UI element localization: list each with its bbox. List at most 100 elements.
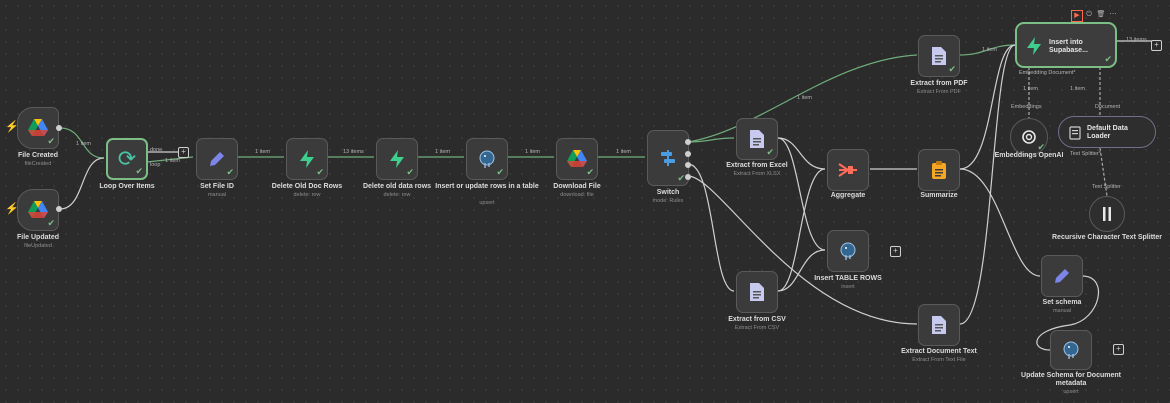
add-node-button[interactable]: + — [178, 147, 189, 158]
edge-item-count: 1 item — [165, 158, 180, 164]
delete-old-data-rows-node[interactable]: ✔ — [376, 138, 418, 180]
success-check-icon: ✔ — [316, 167, 324, 177]
google-drive-icon — [27, 200, 49, 220]
edge — [687, 137, 735, 143]
postgres-elephant-icon — [477, 149, 497, 169]
extract-from-pdf-node[interactable]: ✔ — [918, 35, 960, 77]
node-subtitle: delete: row — [383, 192, 411, 198]
file-updated-node[interactable]: ✔ — [17, 189, 59, 231]
google-drive-icon — [27, 118, 49, 138]
add-node-button[interactable]: + — [890, 246, 901, 257]
output-port[interactable] — [56, 125, 62, 131]
update-schema-node[interactable] — [1050, 330, 1092, 370]
edge — [777, 168, 826, 292]
node-label: Set File ID — [200, 183, 234, 190]
clipboard-list-icon — [930, 160, 948, 180]
success-check-icon: ✔ — [948, 64, 956, 74]
add-node-button[interactable]: + — [1151, 40, 1162, 51]
splitter-icon — [1100, 206, 1114, 222]
supabase-bolt-icon — [298, 149, 316, 169]
node-label: Extract from Excel — [726, 162, 788, 169]
node-label: Embeddings OpenAI — [994, 152, 1064, 159]
subnode-ports-label: Embedding Document* — [1019, 70, 1076, 76]
delete-node-button[interactable]: 🗑 — [1096, 11, 1106, 18]
embeddings-openai-node[interactable]: ✔ — [1010, 118, 1048, 156]
node-subtitle: manual — [207, 192, 227, 198]
node-label: Extract Document Text — [901, 348, 977, 355]
edge — [777, 137, 826, 170]
document-loader-icon — [1069, 126, 1081, 145]
port-label: Text Splitter — [1092, 184, 1121, 190]
node-label: Insert or update rows in a table — [435, 183, 539, 190]
node-label: Loop Over Items — [99, 183, 155, 190]
output-port[interactable] — [56, 206, 62, 212]
switch-node[interactable]: ✔ — [647, 130, 689, 186]
delete-old-doc-rows-node[interactable]: ✔ — [286, 138, 328, 180]
supabase-bolt-icon — [388, 149, 406, 169]
extract-document-text-node[interactable] — [918, 304, 960, 346]
node-subtitle: fileUpdated — [24, 243, 52, 249]
recursive-text-splitter-node[interactable] — [1089, 196, 1125, 232]
node-label: Recursive Character Text Splitter — [1052, 234, 1162, 241]
node-label: Insert into Supabase... — [1049, 39, 1088, 54]
trigger-bolt-icon: ⚡ — [5, 203, 19, 215]
download-file-node[interactable]: ✔ — [556, 138, 598, 180]
success-check-icon: ✔ — [406, 167, 414, 177]
summarize-node[interactable] — [918, 149, 960, 191]
edge-item-count: 1 item — [76, 141, 91, 147]
edge — [687, 163, 735, 292]
output-port[interactable] — [685, 162, 691, 168]
aggregate-icon — [838, 161, 858, 179]
edge-item-count: 1 item — [797, 95, 812, 101]
postgres-elephant-icon — [838, 241, 858, 261]
insert-into-supabase-node[interactable]: Insert into Supabase... ✔ — [1015, 22, 1117, 68]
insert-or-update-rows-node[interactable]: ✔ — [466, 138, 508, 180]
output-port[interactable] — [685, 139, 691, 145]
node-label: Summarize — [920, 192, 958, 199]
switch-signpost-icon — [658, 148, 678, 168]
refresh-loop-icon: ⟳ — [117, 146, 137, 171]
loop-over-items-node[interactable]: ⟳ ✔ — [106, 138, 148, 180]
port-label: Text Splitter* — [1070, 151, 1101, 157]
file-extract-icon — [748, 282, 766, 302]
success-check-icon: ✔ — [1104, 54, 1112, 64]
output-port[interactable] — [685, 151, 691, 157]
add-node-button[interactable]: + — [1113, 344, 1124, 355]
run-node-button[interactable]: ▶ — [1071, 10, 1083, 22]
edge — [959, 44, 1016, 325]
loop-done-output-label: done — [150, 147, 163, 153]
default-data-loader-node[interactable]: Default Data Loader — [1058, 116, 1156, 148]
edge — [959, 44, 1016, 170]
node-subtitle: upsert — [1063, 389, 1079, 395]
success-check-icon: ✔ — [47, 218, 55, 228]
trigger-bolt-icon: ⚡ — [5, 121, 19, 133]
output-port[interactable] — [685, 174, 691, 180]
extract-from-csv-node[interactable] — [736, 271, 778, 313]
edge-item-count: 13 items — [343, 149, 364, 155]
aggregate-node[interactable] — [827, 149, 869, 191]
supabase-bolt-icon — [1025, 36, 1043, 61]
node-label: Download File — [553, 183, 601, 190]
port-label: Document — [1095, 104, 1121, 110]
insert-table-rows-node[interactable] — [827, 230, 869, 272]
set-file-id-node[interactable]: ✔ — [196, 138, 238, 180]
success-check-icon: ✔ — [1037, 142, 1045, 152]
node-subtitle: Extract From PDF — [916, 89, 961, 95]
edge — [777, 249, 826, 292]
port-label: Embeddings — [1011, 104, 1042, 110]
edge-item-count: 1 item — [525, 149, 540, 155]
node-subtitle: upsert — [479, 200, 495, 206]
edge-item-count: 1 item — [982, 47, 997, 53]
success-check-icon: ✔ — [47, 136, 55, 146]
node-subtitle: Extract From Text File — [912, 357, 966, 363]
node-label: Extract from CSV — [728, 316, 786, 323]
set-schema-node[interactable] — [1041, 255, 1083, 297]
toggle-node-button[interactable]: ⏻ — [1086, 11, 1092, 18]
success-check-icon: ✔ — [135, 166, 143, 176]
extract-from-excel-node[interactable]: ✔ — [736, 118, 778, 160]
node-subtitle: manual — [1052, 308, 1072, 314]
node-label: Update Schema for Document metadata — [1021, 372, 1121, 387]
more-options-button[interactable]: ⋯ — [1109, 11, 1117, 18]
file-created-node[interactable]: ✔ — [17, 107, 59, 149]
node-subtitle: delete: row — [293, 192, 321, 198]
